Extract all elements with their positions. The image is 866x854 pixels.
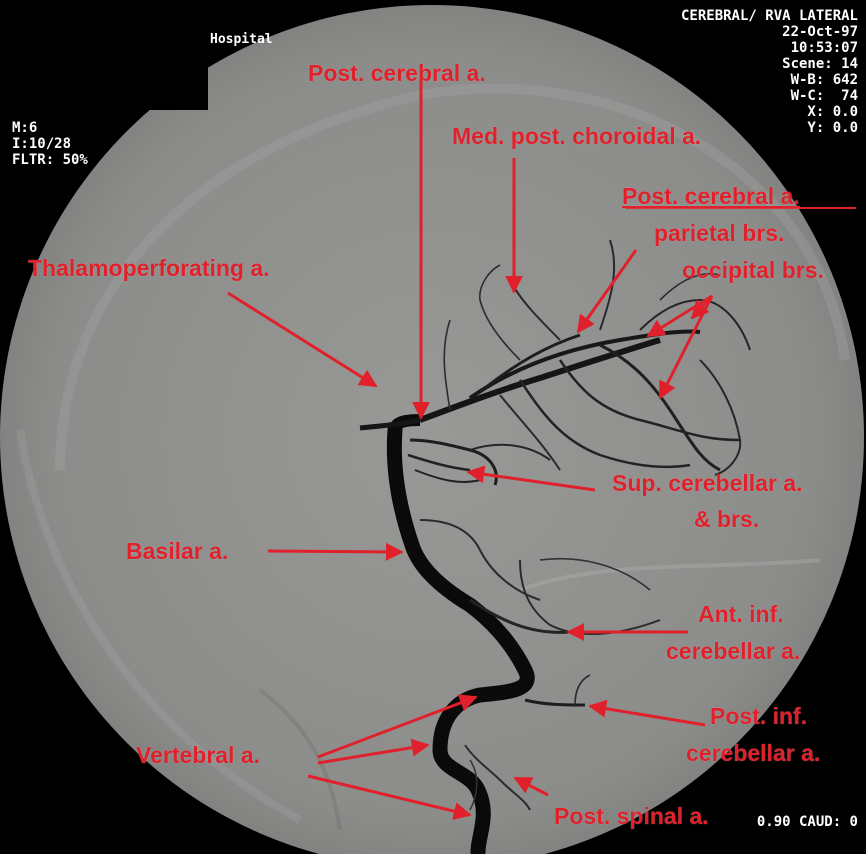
filter-value: FLTR: 50% xyxy=(12,152,88,168)
x-offset: X: 0.0 xyxy=(807,104,858,120)
caud-info: 0.90 CAUD: 0 xyxy=(756,814,858,830)
annotation-arrows xyxy=(227,80,856,820)
label-post-cerebral: Post. cerebral a. xyxy=(308,60,486,86)
y-offset: Y: 0.0 xyxy=(807,120,858,136)
m-value: M:6 xyxy=(12,120,38,136)
study-time: 10:53:07 xyxy=(790,40,858,56)
label-post-inf-2: cerebellar a. xyxy=(686,740,821,766)
label-post-spinal: Post. spinal a. xyxy=(554,803,709,829)
window-b: W-B: 642 xyxy=(790,72,858,88)
film-disc xyxy=(0,5,864,854)
window-c: W-C: 74 xyxy=(790,88,858,104)
scene-number: Scene: 14 xyxy=(782,56,858,72)
label-thalamoperforating: Thalamoperforating a. xyxy=(28,255,270,281)
study-title: CEREBRAL/ RVA LATERAL xyxy=(680,8,858,24)
vertebral-artery-vessel xyxy=(386,422,535,854)
label-sup-cerebellar-branches: & brs. xyxy=(694,506,760,532)
study-date: 22-Oct-97 xyxy=(782,24,858,40)
label-basilar: Basilar a. xyxy=(126,538,229,564)
label-ant-inf-2: cerebellar a. xyxy=(666,638,801,664)
hospital-label: Hospital xyxy=(210,32,273,47)
label-parietal-branches: parietal brs. xyxy=(654,220,785,246)
label-post-inf-1: Post. inf. xyxy=(710,703,808,729)
label-occipital-branches: occipital brs. xyxy=(682,257,824,283)
label-med-post-choroidal: Med. post. choroidal a. xyxy=(452,123,702,149)
post-cerebral-vessel xyxy=(418,337,661,423)
label-ant-inf-1: Ant. inf. xyxy=(698,601,784,627)
label-vertebral: Vertebral a. xyxy=(136,742,261,768)
i-value: I:10/28 xyxy=(12,136,72,152)
label-post-cerebral-main: Post. cerebral a. xyxy=(622,183,800,209)
label-sup-cerebellar: Sup. cerebellar a. xyxy=(612,470,803,496)
